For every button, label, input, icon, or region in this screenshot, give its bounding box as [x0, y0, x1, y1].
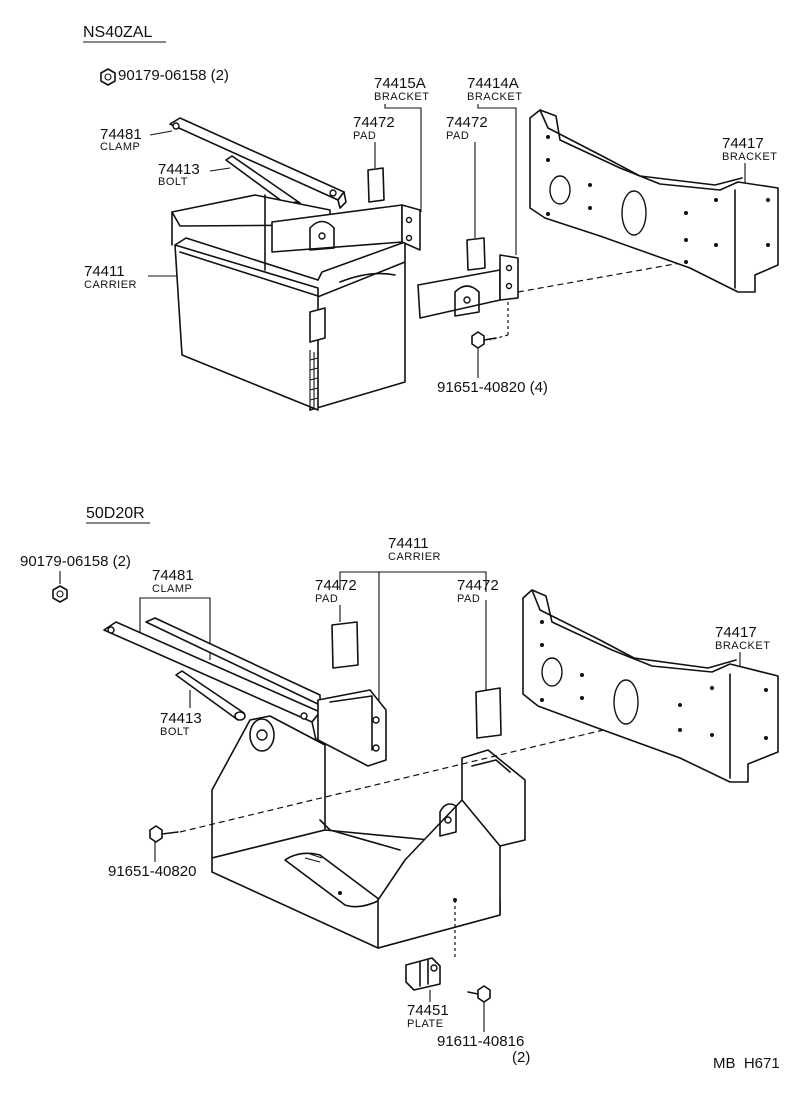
nut-icon	[100, 68, 116, 86]
pad-icon	[466, 237, 486, 271]
part-qty: (2)	[113, 553, 131, 570]
plate-icon	[405, 957, 441, 991]
part-number: 74411	[388, 535, 429, 552]
screw-icon	[149, 825, 179, 843]
carrier-tray-icon	[211, 689, 526, 949]
nut-icon	[52, 585, 68, 603]
clamp-bar-icon	[103, 617, 325, 741]
part-number: 74481	[100, 126, 142, 143]
part-number: 74417	[715, 624, 757, 641]
part-number: 74417	[722, 135, 764, 152]
part-number: 74415A	[374, 75, 426, 92]
section-title: NS40ZAL	[83, 24, 152, 41]
part-qty: (2)	[512, 1049, 530, 1066]
pad-icon	[475, 687, 502, 739]
part-name: BOLT	[158, 176, 188, 188]
bracket-74414a-icon	[417, 254, 519, 319]
part-name: BRACKET	[722, 151, 777, 163]
part-number: 74414A	[467, 75, 519, 92]
part-name: CARRIER	[84, 279, 137, 291]
bracket-74417-icon	[522, 589, 779, 783]
part-name: PAD	[446, 130, 469, 142]
part-name: PLATE	[407, 1018, 444, 1030]
part-name: CARRIER	[388, 551, 441, 563]
part-number: 74472	[315, 577, 357, 594]
part-name: CLAMP	[100, 141, 140, 153]
section-title: 50D20R	[86, 505, 145, 522]
part-name: PAD	[315, 593, 338, 605]
section-ns40zal: NS40ZAL 90179-06158 (2) 74481 CLAMP 7441…	[83, 24, 779, 411]
part-qty: (2)	[211, 67, 229, 84]
part-name: CLAMP	[152, 583, 192, 595]
diagram-code: MB H671	[713, 1055, 780, 1072]
bracket-74415a-icon	[271, 204, 421, 253]
pad-icon	[367, 167, 385, 203]
pad-icon	[331, 621, 359, 669]
part-name: BRACKET	[374, 91, 429, 103]
clamp-bar-icon	[169, 117, 347, 209]
part-number: 91651-40820	[437, 379, 525, 396]
part-qty: (4)	[530, 379, 548, 396]
svg-text:91651-40820 (4): 91651-40820 (4)	[437, 379, 548, 396]
svg-text:90179-06158 (2): 90179-06158 (2)	[20, 553, 131, 570]
part-number: 90179-06158	[20, 553, 108, 570]
part-number: 91651-40820	[108, 863, 196, 880]
section-50d20r: 50D20R 90179-06158 (2) 74481 CLAMP 74413…	[20, 505, 779, 1066]
svg-text:90179-06158 (2): 90179-06158 (2)	[118, 67, 229, 84]
part-number: 74472	[446, 114, 488, 131]
part-number: 91611-40816	[437, 1033, 524, 1050]
part-number: 74451	[407, 1002, 449, 1019]
part-number: 74411	[84, 263, 125, 280]
part-name: BOLT	[160, 726, 190, 738]
bolt-icon	[175, 670, 246, 721]
part-name: PAD	[457, 593, 480, 605]
bracket-74417-icon	[529, 109, 779, 293]
screw-icon	[467, 985, 491, 1003]
part-number: 74472	[457, 577, 499, 594]
part-number: 74413	[160, 710, 202, 727]
part-name: BRACKET	[467, 91, 522, 103]
part-name: PAD	[353, 130, 376, 142]
carrier-box-icon	[171, 194, 406, 411]
screw-icon	[471, 331, 497, 349]
part-number: 74413	[158, 161, 200, 178]
part-number: 74481	[152, 567, 194, 584]
part-number: 74472	[353, 114, 395, 131]
part-number: 90179-06158	[118, 67, 206, 84]
part-name: BRACKET	[715, 640, 770, 652]
